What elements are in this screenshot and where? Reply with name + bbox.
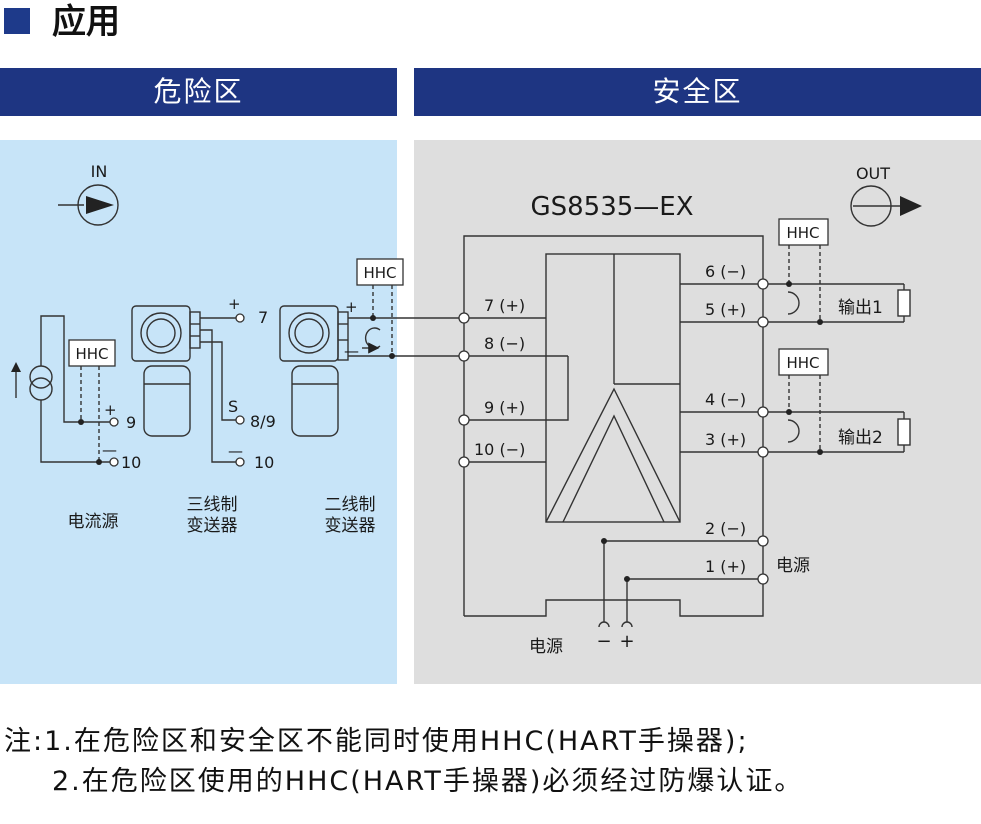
hhc-box-left <box>68 339 116 367</box>
tx3-s-label: S <box>228 397 238 416</box>
output2-load-icon <box>897 418 911 446</box>
out-label: OUT <box>856 164 890 183</box>
hhc-box-out1 <box>778 218 829 246</box>
safe-zone-header: 安全区 <box>414 68 981 116</box>
power-label-bottom: 电源 <box>529 637 563 657</box>
three-wire-transmitter-icon <box>131 305 236 463</box>
hhc-label-out1: HHC <box>786 224 819 242</box>
cs-minus: — <box>102 441 117 459</box>
input-arrow-icon <box>58 184 119 226</box>
tx3-minus: — <box>228 442 243 460</box>
hhc-box-mid <box>356 258 404 286</box>
tx3-terminal-7: 7 <box>258 308 268 327</box>
hhc-label-left: HHC <box>75 345 108 363</box>
terminal-3-label: 3 (+) <box>705 430 746 449</box>
output2-label: 输出2 <box>838 428 883 448</box>
hazardous-zone-header: 危险区 <box>0 68 397 116</box>
terminal-6-label: 6 (−) <box>705 262 746 281</box>
output1-load-icon <box>897 289 911 317</box>
page-title: 应用 <box>52 2 120 42</box>
hhc-label-mid: HHC <box>363 264 396 282</box>
tx3-label-1: 三线制 <box>187 495 238 515</box>
current-source-label: 电流源 <box>68 512 119 532</box>
hhc-label-out2: HHC <box>786 354 819 372</box>
title-marker <box>4 8 30 34</box>
cs-terminal-9: 9 <box>126 413 136 432</box>
note-line-1: 注:1.在危险区和安全区不能同时使用HHC(HART手操器); <box>4 726 749 757</box>
tx3-terminal-10: 10 <box>254 453 274 472</box>
tx3-label-2: 变送器 <box>187 516 238 536</box>
terminal-2-label: 2 (−) <box>705 519 746 538</box>
terminal-7-label: 7 (+) <box>484 296 525 315</box>
tx2-minus: — <box>344 342 359 360</box>
terminal-10-label: 10 (−) <box>474 440 525 459</box>
hhc-box-out2 <box>778 348 829 376</box>
cs-plus: + <box>104 401 117 419</box>
tx3-plus: + <box>228 295 241 313</box>
terminal-1-label: 1 (+) <box>705 557 746 576</box>
device-model: GS8535—EX <box>530 192 693 222</box>
current-source-icon <box>11 315 110 463</box>
power-label-right: 电源 <box>776 556 810 576</box>
tx2-label-2: 变送器 <box>325 516 376 536</box>
title-row: 应用 <box>0 0 981 50</box>
output-arrow-icon <box>850 185 922 227</box>
terminal-9-label: 9 (+) <box>484 398 525 417</box>
power-plus: + <box>619 631 634 652</box>
tx3-terminal-s: 8/9 <box>250 412 276 431</box>
output1-label: 输出1 <box>838 298 883 318</box>
two-wire-transmitter-icon <box>279 305 464 437</box>
power-minus: − <box>596 631 611 652</box>
in-label: IN <box>91 162 108 181</box>
tx2-plus: + <box>345 298 358 316</box>
terminal-4-label: 4 (−) <box>705 390 746 409</box>
tx2-label-1: 二线制 <box>325 495 376 515</box>
cs-terminal-10: 10 <box>121 453 141 472</box>
terminal-5-label: 5 (+) <box>705 300 746 319</box>
note-line-2: 2.在危险区使用的HHC(HART手操器)必须经过防爆认证。 <box>52 766 804 797</box>
terminal-8-label: 8 (−) <box>484 334 525 353</box>
